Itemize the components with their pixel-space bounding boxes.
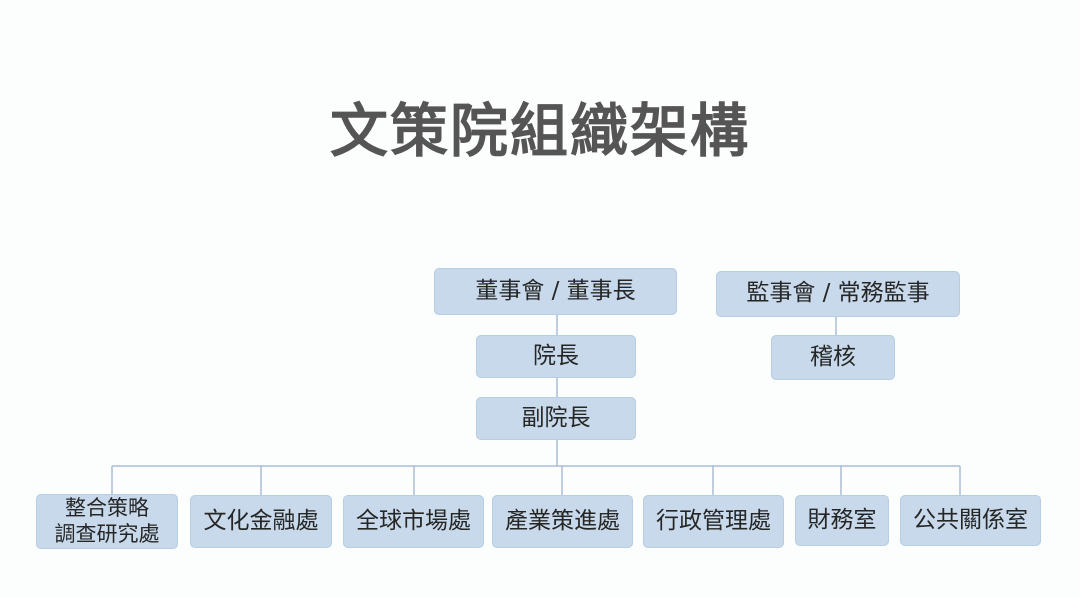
- node-supervisors: 監事會 / 常務監事: [716, 271, 960, 317]
- node-dept-global-market: 全球市場處: [343, 495, 484, 548]
- node-dept-public-relations-label: 公共關係室: [913, 506, 1028, 533]
- node-dept-administration: 行政管理處: [643, 495, 784, 548]
- node-dept-cultural-finance-label: 文化金融處: [203, 507, 319, 534]
- node-board-label: 董事會 / 董事長: [475, 277, 636, 304]
- node-dept-public-relations: 公共關係室: [900, 495, 1041, 546]
- node-supervisors-label: 監事會 / 常務監事: [746, 280, 930, 307]
- node-audit: 稽核: [771, 335, 895, 380]
- node-dept-administration-label: 行政管理處: [656, 507, 771, 534]
- node-audit-label: 稽核: [810, 343, 856, 370]
- node-dept-industry-promotion: 產業策進處: [492, 495, 633, 548]
- node-dept-finance-label: 財務室: [807, 506, 877, 533]
- node-vice-president-label: 副院長: [521, 404, 591, 431]
- node-president: 院長: [476, 335, 636, 378]
- node-dept-cultural-finance: 文化金融處: [190, 495, 332, 548]
- page-title: 文策院組織架構: [329, 97, 750, 165]
- node-board: 董事會 / 董事長: [434, 268, 677, 315]
- node-dept-global-market-label: 全球市場處: [356, 507, 471, 534]
- node-dept-strategy-research-line2: 調查研究處: [54, 521, 160, 546]
- node-dept-finance: 財務室: [795, 495, 889, 546]
- node-vice-president: 副院長: [476, 397, 636, 440]
- node-president-label: 院長: [533, 342, 579, 369]
- node-dept-strategy-research: 整合策略 調查研究處: [36, 494, 178, 549]
- node-dept-strategy-research-line1: 整合策略: [65, 496, 149, 521]
- node-dept-industry-promotion-label: 產業策進處: [505, 507, 620, 534]
